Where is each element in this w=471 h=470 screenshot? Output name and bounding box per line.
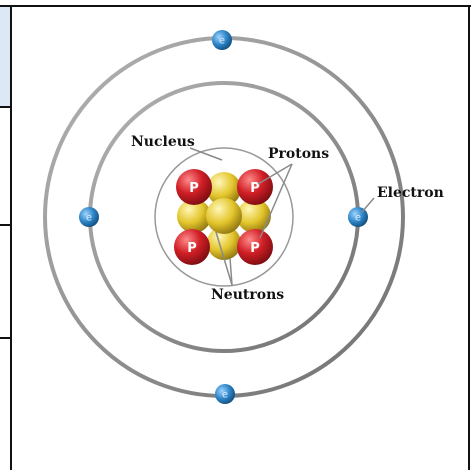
svg-text:e: e bbox=[86, 213, 92, 224]
proton-symbol: P bbox=[250, 241, 260, 256]
neutrons-label: Neutrons bbox=[211, 287, 284, 303]
svg-text:e: e bbox=[219, 36, 225, 47]
nucleus-label: Nucleus bbox=[131, 134, 195, 150]
neutron bbox=[206, 198, 242, 234]
proton-symbol: P bbox=[250, 181, 260, 196]
neutron bbox=[177, 199, 211, 233]
proton-bottom-right: P bbox=[237, 229, 273, 265]
proton-symbol: P bbox=[187, 241, 197, 256]
proton-top-left: P bbox=[176, 169, 212, 205]
neutrons-leader-1 bbox=[215, 231, 233, 286]
neutrons-leader-2 bbox=[229, 257, 233, 286]
left-column-header-cell bbox=[0, 6, 10, 106]
electron-left: e bbox=[79, 207, 99, 227]
svg-text:e: e bbox=[355, 213, 361, 224]
neutrons-group bbox=[177, 172, 271, 260]
protons-label: Protons bbox=[268, 146, 329, 162]
nucleus-boundary bbox=[154, 147, 294, 287]
protons-leader-2 bbox=[259, 163, 293, 239]
neutron bbox=[237, 199, 271, 233]
electron-leader bbox=[361, 197, 375, 213]
proton-symbol: P bbox=[189, 181, 199, 196]
proton-top-right: P bbox=[237, 169, 273, 205]
leader-lines bbox=[189, 147, 375, 286]
nucleus-leader bbox=[189, 147, 223, 161]
electron-bottom: e bbox=[215, 384, 235, 404]
protons-leader-1 bbox=[257, 163, 293, 185]
electron-right: e bbox=[348, 207, 368, 227]
neutron bbox=[207, 172, 241, 206]
neutron bbox=[207, 226, 241, 260]
electron-top: e bbox=[212, 30, 232, 50]
electron-label: Electron bbox=[377, 185, 444, 201]
proton-bottom-left: P bbox=[174, 229, 210, 265]
svg-text:e: e bbox=[222, 390, 228, 401]
